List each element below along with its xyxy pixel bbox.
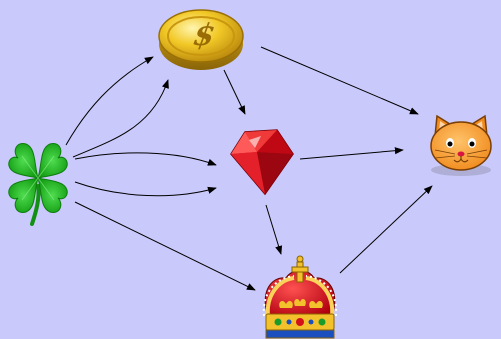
gold-dollar-coin-icon: $ [159,10,243,70]
arrow-coin-to-cat [261,47,418,114]
royal-crown-icon [264,256,336,338]
arrow-clover-to-coin [73,80,168,157]
arrow-coin-to-ruby [224,70,245,114]
ruby-gem-icon [231,130,293,194]
arrow-ruby-to-crown [266,205,281,254]
orange-cat-face-icon [431,116,491,176]
four-leaf-clover-icon [9,143,67,224]
arrow-clover-to-ruby [75,153,216,165]
arrow-clover-to-crown [75,202,255,290]
arrow-clover-to-coin [66,57,153,145]
arrow-clover-to-ruby [75,182,216,196]
arrow-ruby-to-cat [300,150,403,159]
arrow-crown-to-cat [340,186,432,273]
